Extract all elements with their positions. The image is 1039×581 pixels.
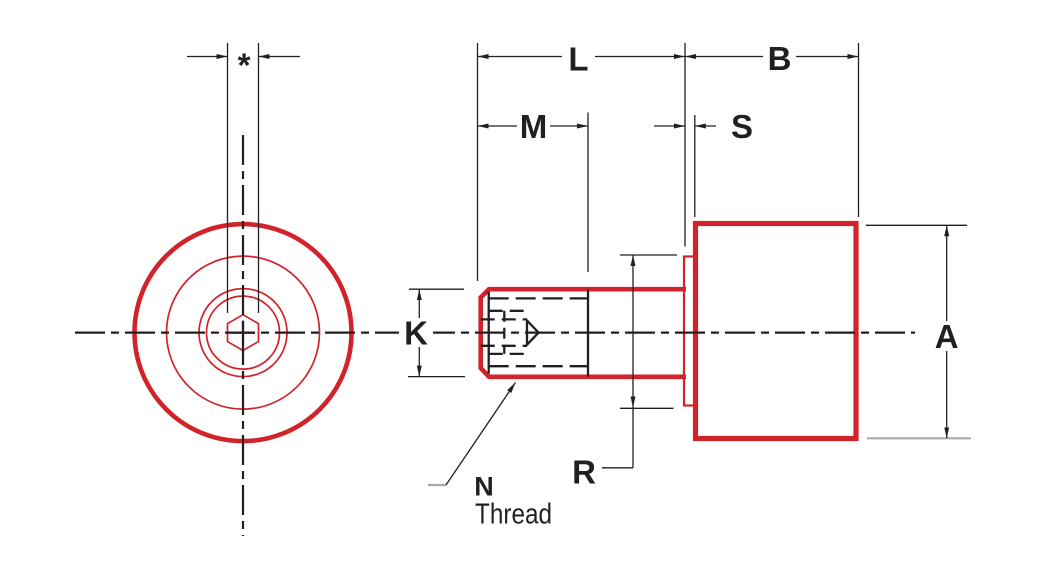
dim-R-label: R — [572, 454, 596, 491]
dim-S-label: S — [731, 108, 753, 145]
thread-leader-arrow — [445, 382, 516, 486]
label-bg-B — [763, 44, 796, 72]
label-bg-L — [562, 44, 595, 72]
dimension-labels: * L B M S K A R N Thread — [238, 40, 959, 531]
centerlines — [75, 135, 915, 536]
label-bg-K — [399, 318, 433, 347]
thread-note-word: Thread — [475, 499, 552, 531]
head-outline — [692, 220, 859, 442]
dim-M-label: M — [520, 108, 548, 145]
dim-L-label: L — [568, 41, 588, 78]
dimension-lines — [187, 54, 950, 487]
label-bg-A — [930, 321, 964, 351]
dim-B-label: B — [768, 40, 792, 77]
dim-A-label: A — [935, 318, 959, 355]
dim-socket-label: * — [238, 47, 251, 84]
dim-K-label: K — [404, 315, 428, 352]
thread-note-letter: N — [474, 472, 494, 502]
label-backgrounds — [399, 44, 964, 351]
label-bg-M — [517, 113, 550, 140]
side-view — [478, 220, 859, 442]
extension-lines — [226, 43, 971, 440]
